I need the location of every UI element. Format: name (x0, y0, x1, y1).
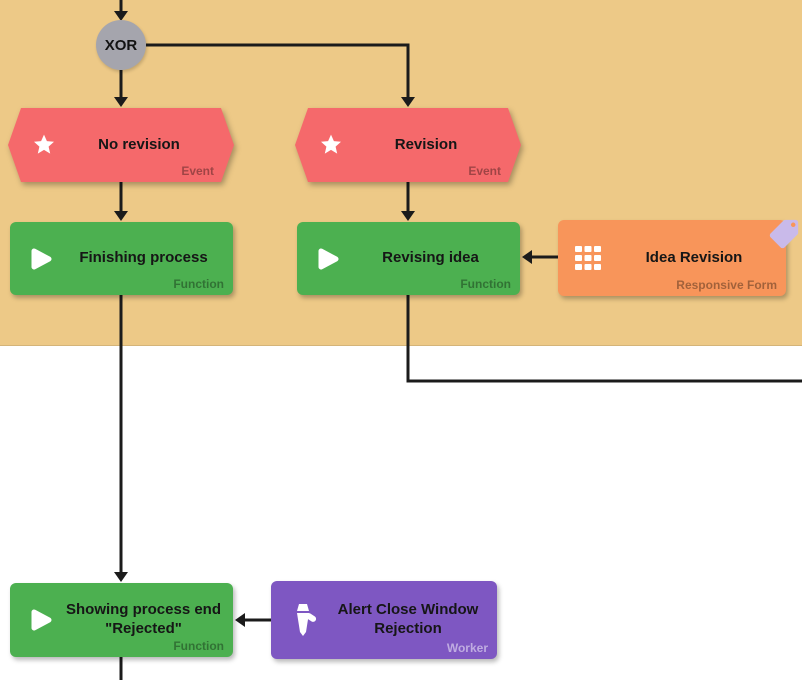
tag-icon (767, 217, 801, 251)
form-node-idea-revision[interactable]: Idea Revision Responsive Form (558, 219, 799, 296)
function-node-revising-idea[interactable]: Revising idea Function (297, 222, 520, 295)
node-type-label: Function (173, 277, 224, 291)
node-type-label: Event (181, 164, 214, 178)
grid-icon (574, 245, 602, 271)
node-title: No revision (98, 135, 180, 153)
tie-icon (287, 602, 319, 638)
node-title: Idea Revision (645, 248, 743, 266)
xor-gateway-label: XOR (104, 36, 138, 54)
node-title: Alert Close Window Rejection (337, 601, 479, 637)
node-type-label: Event (468, 164, 501, 178)
event-node-revision[interactable]: Revision Event (295, 108, 521, 182)
star-icon (319, 133, 343, 157)
connector-alert-to-showing (235, 613, 271, 627)
node-type-label: Function (173, 639, 224, 653)
play-icon (313, 245, 341, 273)
node-title: Finishing process (79, 249, 208, 267)
star-icon (32, 133, 56, 157)
event-node-no-revision[interactable]: No revision Event (8, 108, 234, 182)
node-title: Revision (394, 135, 458, 153)
worker-node-alert-close-window[interactable]: Alert Close Window Rejection Worker (271, 581, 497, 659)
node-type-label: Worker (446, 641, 488, 655)
function-node-showing-process-end[interactable]: Showing process end "Rejected" Function (10, 583, 233, 657)
function-node-finishing-process[interactable]: Finishing process Function (10, 222, 233, 295)
node-type-label: Function (460, 277, 511, 291)
node-type-label: Responsive Form (676, 278, 777, 292)
node-title: Revising idea (382, 249, 479, 267)
play-icon (26, 245, 54, 273)
node-title: Showing process end "Rejected" (65, 601, 222, 637)
xor-gateway-node[interactable]: XOR (96, 20, 146, 70)
play-icon (26, 606, 54, 634)
